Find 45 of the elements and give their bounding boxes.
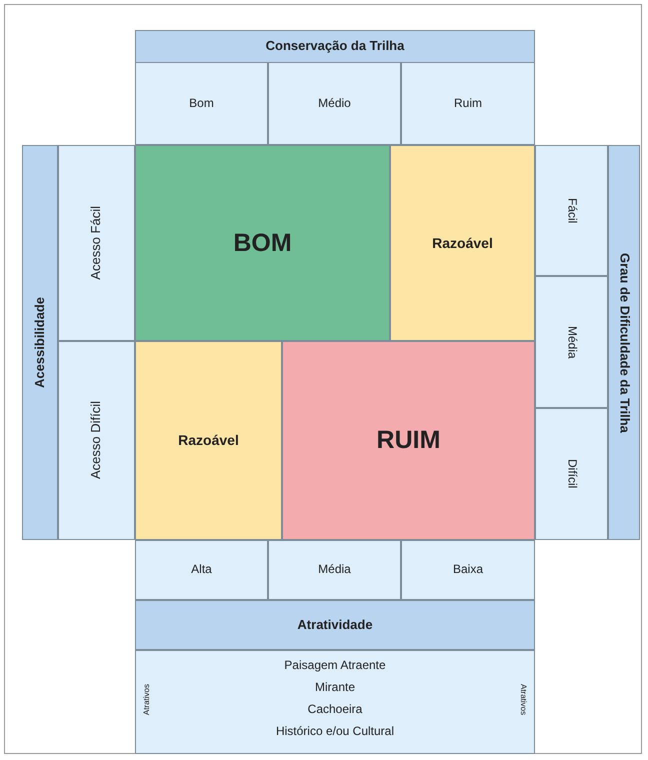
category-label: Acesso Fácil: [89, 206, 104, 280]
rating-box: [282, 341, 535, 540]
rating-label: Razoável: [178, 432, 239, 449]
category-label: Média: [564, 326, 578, 358]
rating-label: RUIM: [376, 426, 440, 455]
rating-label: Razoável: [432, 234, 493, 252]
header-band: [608, 145, 640, 540]
category-box: [58, 341, 135, 540]
attraction-item: Mirante: [315, 681, 355, 695]
attraction-item: Paisagem Atraente: [284, 659, 386, 673]
axis-title: Grau de Dificuldade da Trilha: [616, 252, 632, 432]
rating-box: [135, 145, 390, 341]
attraction-item: Cachoeira: [308, 703, 362, 717]
category-box: [535, 408, 608, 540]
axis-title: Conservação da Trilha: [266, 39, 404, 54]
content-box: [135, 650, 535, 754]
category-label: Médio: [318, 96, 351, 110]
category-box: [135, 540, 268, 600]
side-label: Atrativos: [518, 684, 528, 716]
attraction-item: Histórico e/ou Cultural: [276, 725, 394, 739]
category-box: [401, 62, 535, 145]
category-box: [268, 540, 401, 600]
rating-label: BOM: [233, 228, 292, 258]
category-label: Alta: [191, 563, 212, 577]
category-label: Acesso Difícil: [89, 401, 104, 480]
axis-title: Atratividade: [297, 618, 373, 632]
axis-title: Acessibilidade: [32, 296, 48, 388]
category-box: [535, 145, 608, 276]
category-box: [58, 145, 135, 341]
rating-box: [135, 341, 282, 540]
category-label: Baixa: [452, 563, 484, 577]
header-band: [135, 600, 535, 650]
category-label: Média: [318, 563, 351, 577]
header-band: [22, 145, 58, 540]
category-box: [535, 276, 608, 408]
header-band: [135, 30, 535, 63]
side-label: Atrativos: [142, 684, 152, 716]
category-label: Fácil: [564, 198, 578, 224]
category-label: Ruim: [454, 96, 482, 110]
category-label: Bom: [189, 96, 214, 110]
category-box: [135, 62, 268, 145]
category-label: Difícil: [564, 459, 578, 489]
rating-box: [390, 145, 535, 341]
category-box: [401, 540, 535, 600]
category-box: [268, 62, 401, 145]
